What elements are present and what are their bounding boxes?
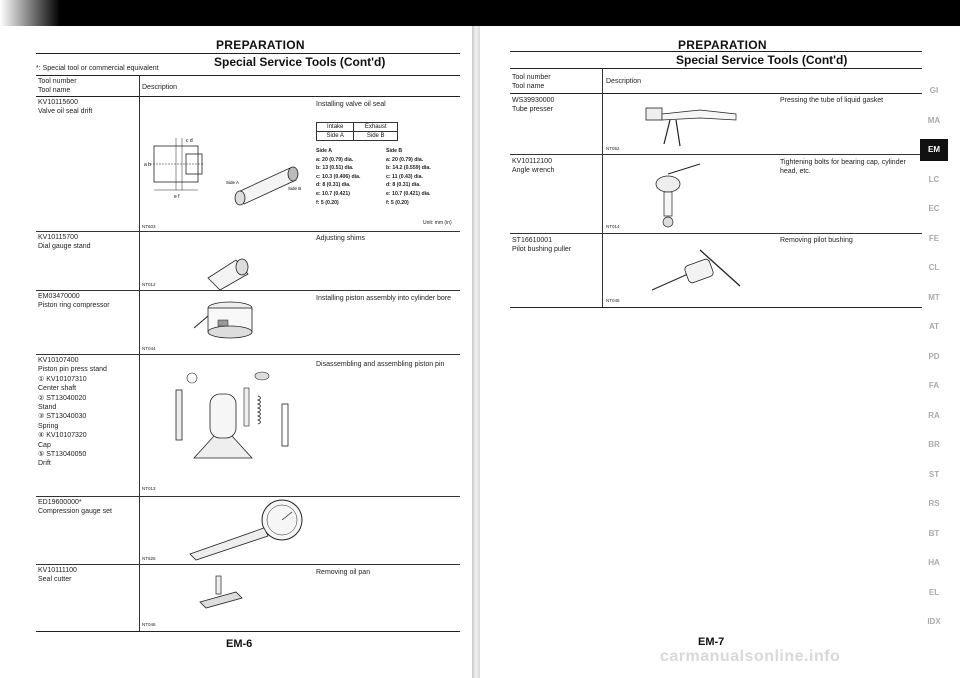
svg-text:c d: c d bbox=[186, 138, 193, 144]
binding-gutter bbox=[472, 26, 480, 678]
section-tab-gi[interactable]: GI bbox=[929, 86, 939, 95]
piston-pin-press-stand-drawing bbox=[175, 371, 289, 459]
drawing-code: NT012 bbox=[142, 282, 156, 287]
section-tab-pd[interactable]: PD bbox=[928, 351, 940, 361]
seal-cutter-drawing bbox=[199, 575, 243, 609]
section-tab-ma[interactable]: MA bbox=[927, 115, 941, 125]
tool-description: Installing valve oil seal bbox=[316, 101, 386, 108]
section-tab-ha[interactable]: HA bbox=[928, 558, 940, 567]
column-divider bbox=[139, 75, 140, 632]
page-title: PREPARATION bbox=[678, 38, 767, 52]
section-tab-cl[interactable]: CL bbox=[928, 263, 940, 272]
valve-seal-drift-drawing: c d a b e f Side A Side B bbox=[144, 138, 301, 206]
tube-presser-drawing bbox=[645, 107, 737, 147]
page-subtitle: Special Service Tools (Cont'd) bbox=[214, 55, 386, 69]
angle-wrench-drawing bbox=[655, 163, 701, 228]
tool-description: Installing piston assembly into cylinder… bbox=[316, 295, 452, 302]
section-tab-st[interactable]: ST bbox=[928, 469, 940, 479]
tool-cell: ED19600000*Compression gauge set bbox=[38, 499, 112, 516]
drawing-code: NT014 bbox=[606, 224, 620, 229]
svg-text:e f: e f bbox=[174, 194, 180, 200]
drawing-code: NT603 bbox=[142, 224, 156, 229]
col-header-description: Description bbox=[606, 78, 642, 85]
section-tab-ra[interactable]: RA bbox=[928, 410, 940, 420]
drawing-code: NT045 bbox=[606, 298, 620, 303]
drawing-code: NT052 bbox=[606, 146, 620, 151]
compression-gauge-drawing bbox=[189, 499, 303, 561]
col-header-description: Description bbox=[142, 84, 178, 91]
page-title: PREPARATION bbox=[216, 38, 305, 52]
section-tab-em[interactable]: EM bbox=[920, 139, 948, 161]
section-tab-mt[interactable]: MT bbox=[928, 292, 940, 302]
drawing-code: NT044 bbox=[142, 346, 156, 351]
section-tab-lc[interactable]: LC bbox=[928, 174, 940, 184]
svg-text:a b: a b bbox=[144, 162, 151, 168]
section-tab-ec[interactable]: EC bbox=[928, 204, 940, 213]
tool-description: Removing oil pan bbox=[316, 569, 371, 576]
tool-description: Adjusting shims bbox=[316, 235, 366, 242]
section-tab-at[interactable]: AT bbox=[928, 322, 940, 331]
page-number: EM-7 bbox=[698, 636, 725, 648]
tool-description: Tightening bolts for bearing cap, cylind… bbox=[780, 159, 906, 175]
section-tab-rs[interactable]: RS bbox=[928, 499, 940, 508]
piston-ring-compressor-drawing bbox=[193, 301, 253, 339]
section-tab-br[interactable]: BR bbox=[928, 440, 940, 449]
tool-description: Removing pilot bushing bbox=[780, 237, 853, 244]
pilot-bushing-puller-drawing bbox=[651, 249, 741, 291]
page-subtitle: Special Service Tools (Cont'd) bbox=[676, 53, 848, 67]
watermark: carmanualsonline.info bbox=[660, 648, 841, 665]
right-page: PREPARATION Special Service Tools (Cont'… bbox=[480, 26, 960, 678]
column-divider bbox=[602, 68, 603, 308]
section-tab-fe[interactable]: FE bbox=[928, 233, 940, 243]
tool-description: Disassembling and assembling piston pin bbox=[316, 361, 445, 368]
drift-label-side-a: Side A bbox=[226, 180, 239, 185]
top-scan-band bbox=[0, 0, 960, 26]
tool-description: Pressing the tube of liquid gasket bbox=[780, 97, 884, 104]
page-number: EM-6 bbox=[226, 638, 253, 650]
drawing-code: NT046 bbox=[142, 622, 156, 627]
drawing-code: NT626 bbox=[142, 556, 156, 561]
footnote: *: Special tool or commercial equivalent bbox=[36, 65, 159, 72]
section-tab-idx[interactable]: IDX bbox=[927, 617, 941, 626]
unit-label: Unit: mm (in) bbox=[423, 220, 452, 226]
drift-label-side-b: Side B bbox=[288, 186, 301, 191]
dial-gauge-stand-drawing bbox=[207, 258, 249, 291]
section-tab-bt[interactable]: BT bbox=[928, 528, 940, 538]
section-tab-fa[interactable]: FA bbox=[928, 381, 940, 390]
drawing-code: NT013 bbox=[142, 486, 156, 491]
left-page: PREPARATION Special Service Tools (Cont'… bbox=[0, 26, 472, 678]
section-tab-el[interactable]: EL bbox=[928, 587, 940, 597]
